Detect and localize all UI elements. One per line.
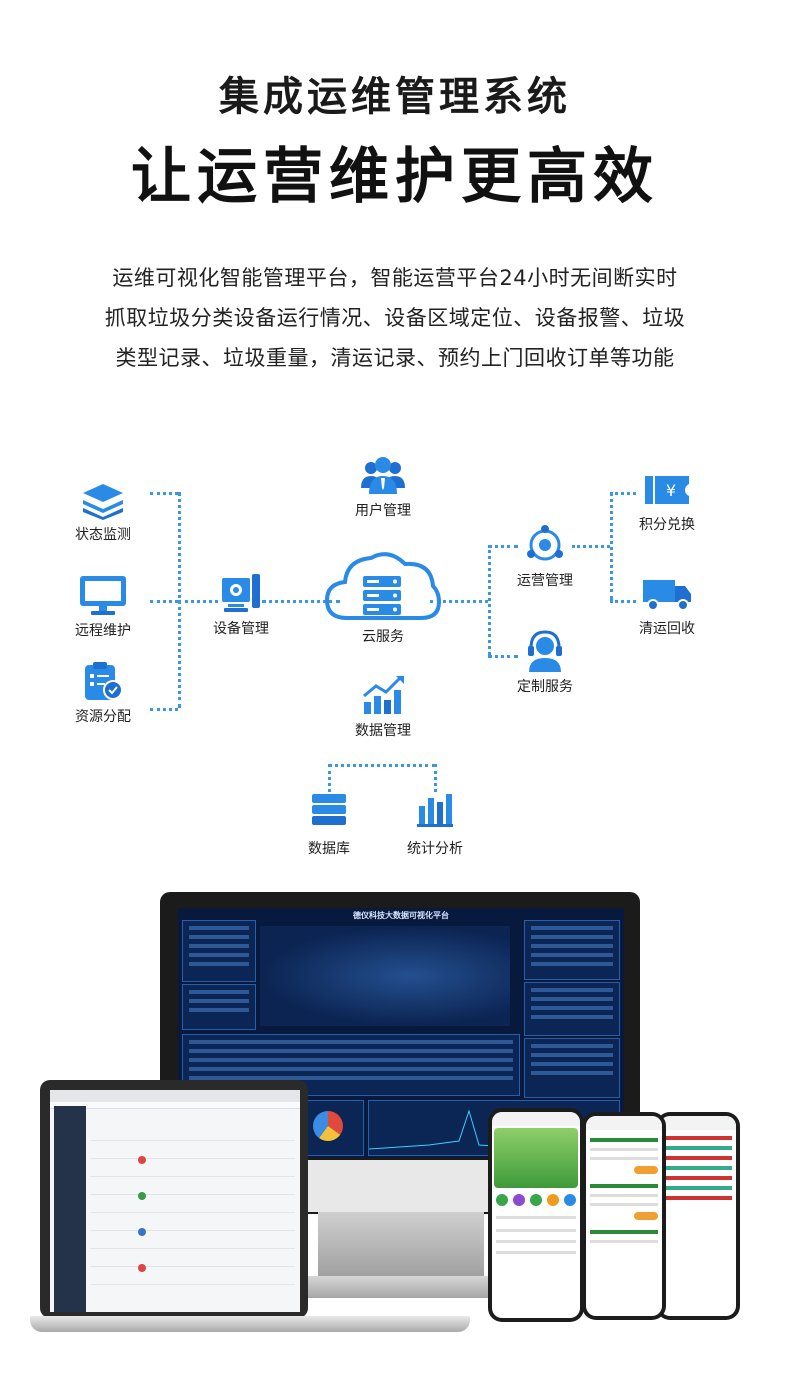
page-subtitle: 让运营维护更高效 [131, 142, 659, 212]
dashboard-panel [524, 920, 620, 980]
node-label: 数据库 [308, 841, 350, 857]
operations-cycle-icon [527, 525, 563, 561]
node-statistics: 统计分析 [380, 792, 490, 858]
node-device-management: 设备管理 [186, 572, 296, 638]
dashboard-panel [182, 920, 256, 982]
node-points-exchange: ¥ 积分兑换 [612, 470, 722, 534]
svg-text:¥: ¥ [666, 481, 676, 500]
node-data-management: 数据管理 [328, 674, 438, 740]
node-status-monitoring: 状态监测 [48, 482, 158, 544]
node-label: 运营管理 [517, 573, 573, 589]
laptop-base [30, 1316, 470, 1332]
node-label: 统计分析 [407, 841, 463, 857]
bar-chart-icon [417, 794, 453, 827]
node-label: 设备管理 [213, 621, 269, 637]
row-icon [138, 1192, 146, 1200]
node-cloud-service: 云服务 [322, 546, 444, 646]
node-resource-allocation: 资源分配 [48, 660, 158, 726]
cloud-server-icon [325, 552, 441, 620]
laptop-screen [50, 1090, 300, 1312]
headset-icon [528, 630, 562, 672]
description-line-2: 抓取垃圾分类设备运行情况、设备区域定位、设备报警、垃圾 [104, 306, 686, 330]
page-title: 集成运维管理系统 [219, 74, 571, 120]
dashboard-panel [524, 982, 620, 1036]
node-label: 积分兑换 [639, 517, 695, 533]
clipboard-check-icon [85, 662, 123, 700]
dashboard-panel [524, 1038, 620, 1098]
layers-icon [83, 484, 123, 520]
monitor-icon [80, 576, 126, 615]
description-line-1: 运维可视化智能管理平台，智能运营平台24小时无间断实时 [112, 266, 678, 290]
truck-icon [643, 580, 691, 611]
dashboard-title: 德仪科技大数据可视化平台 [353, 911, 449, 920]
node-label: 云服务 [362, 629, 404, 645]
node-cleanup-recycle: 清运回收 [612, 574, 722, 638]
row-icon [138, 1264, 146, 1272]
phone-left [488, 1108, 584, 1322]
phone-middle [582, 1112, 666, 1320]
node-user-management: 用户管理 [328, 454, 438, 520]
node-label: 资源分配 [75, 709, 131, 725]
node-label: 清运回收 [639, 621, 695, 637]
dashboard-panel [182, 984, 256, 1030]
database-icon [312, 794, 346, 825]
monitor-base [300, 1276, 500, 1298]
ticket-yen-icon: ¥ [645, 476, 689, 504]
node-operations-management: 运营管理 [490, 524, 600, 590]
dashboard-map [260, 926, 510, 1026]
row-icon [138, 1228, 146, 1236]
node-custom-service: 定制服务 [490, 630, 600, 696]
node-label: 远程维护 [75, 623, 131, 639]
monitor-stand [318, 1212, 484, 1282]
node-database: 数据库 [274, 792, 384, 858]
users-icon [361, 457, 405, 494]
node-remote-maintenance: 远程维护 [48, 574, 158, 640]
description-line-3: 类型记录、垃圾重量，清运记录、预约上门回收订单等功能 [115, 346, 675, 370]
row-icon [138, 1156, 146, 1164]
admin-sidebar [54, 1106, 86, 1312]
device-gear-icon [222, 574, 260, 612]
chart-growth-icon [363, 676, 404, 714]
node-label: 用户管理 [355, 503, 411, 519]
node-label: 数据管理 [355, 723, 411, 739]
phone-right [656, 1112, 740, 1320]
node-label: 状态监测 [75, 527, 131, 543]
node-label: 定制服务 [517, 679, 573, 695]
